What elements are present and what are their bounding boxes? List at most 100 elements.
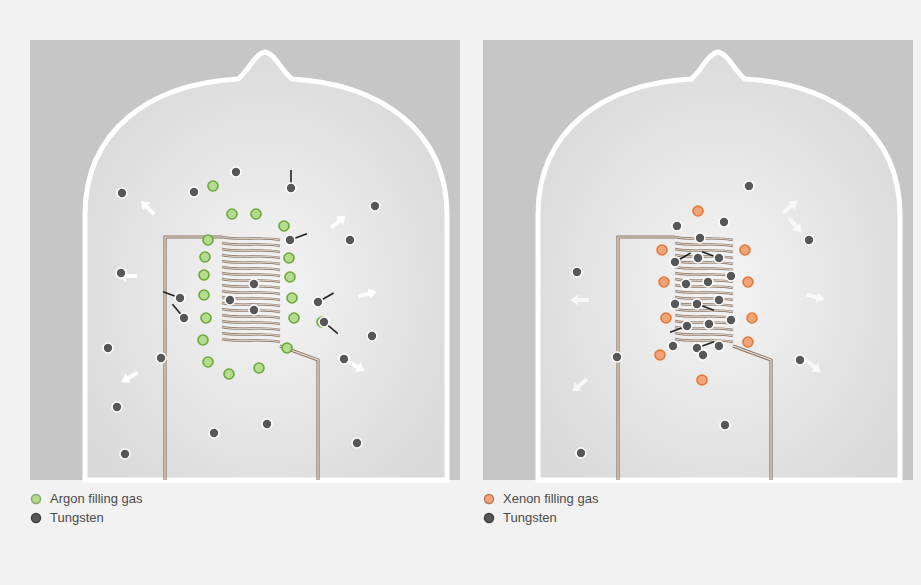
tungsten-atom <box>175 293 185 303</box>
bulb-glass <box>85 52 447 480</box>
tungsten-atom <box>262 419 272 429</box>
argon-atom <box>208 181 218 191</box>
motion-arrow <box>780 196 802 217</box>
motion-arrow <box>569 375 591 396</box>
tungsten-atom <box>249 305 259 315</box>
tungsten-atom <box>726 271 736 281</box>
motion-arrow <box>785 215 806 237</box>
swatch-dot <box>32 494 41 503</box>
tungsten-atom <box>576 448 586 458</box>
tungsten-atom <box>225 295 235 305</box>
argon-atom <box>282 343 292 353</box>
swatch-dot <box>32 513 41 522</box>
lead-wire <box>280 346 318 480</box>
tungsten-atom <box>231 167 241 177</box>
tungsten-atom <box>693 253 703 263</box>
legend-swatch <box>30 512 42 524</box>
tungsten-atom <box>714 341 724 351</box>
legend-text: Tungsten <box>50 510 104 525</box>
legend-swatch <box>30 493 42 505</box>
legend-entry: Xenon filling gas <box>483 489 598 508</box>
tungsten-atom <box>704 319 714 329</box>
xenon-atom <box>659 277 669 287</box>
argon-atom <box>198 335 208 345</box>
tungsten-atom <box>319 317 329 327</box>
swatch-dot <box>485 494 494 503</box>
right-panel <box>483 40 913 480</box>
legend-entry: Tungsten <box>483 508 598 527</box>
lead-wire <box>618 237 675 480</box>
tungsten-atom <box>672 221 682 231</box>
tungsten-atom <box>719 217 729 227</box>
motion-arrow <box>570 295 589 306</box>
motion-arrow <box>357 286 378 302</box>
tungsten-atom <box>313 297 323 307</box>
argon-atom <box>199 290 209 300</box>
tungsten-atom <box>698 350 708 360</box>
tungsten-atom <box>692 299 702 309</box>
tungsten-atom <box>103 343 113 353</box>
filament-coil <box>222 237 280 342</box>
tungsten-atom <box>714 253 724 263</box>
tungsten-atom <box>367 331 377 341</box>
tungsten-atom <box>681 279 691 289</box>
tungsten-atom <box>117 188 127 198</box>
legend-swatch <box>483 493 495 505</box>
xenon-atom <box>655 350 665 360</box>
tungsten-atom <box>112 402 122 412</box>
argon-atom <box>200 252 210 262</box>
lead-wire <box>618 237 675 480</box>
tungsten-atom <box>352 438 362 448</box>
legend-entry: Tungsten <box>30 508 143 527</box>
lead-wire <box>733 346 771 480</box>
swatch-dot <box>485 513 494 522</box>
xenon-atom <box>743 337 753 347</box>
tungsten-atom <box>572 267 582 277</box>
argon-atom <box>203 235 213 245</box>
argon-atom <box>279 221 289 231</box>
tungsten-atom <box>339 354 349 364</box>
argon-atom <box>199 270 209 280</box>
tungsten-atom <box>209 428 219 438</box>
argon-atom <box>254 363 264 373</box>
legend: Xenon filling gasTungsten <box>483 489 598 527</box>
argon-atom <box>201 313 211 323</box>
tungsten-atom <box>286 183 296 193</box>
filament-coil <box>675 237 733 342</box>
xenon-atom <box>693 206 703 216</box>
argon-atom <box>284 253 294 263</box>
xenon-atom <box>747 313 757 323</box>
motion-arrow <box>328 211 350 232</box>
tungsten-atom <box>179 313 189 323</box>
tungsten-atom <box>345 235 355 245</box>
tungsten-atom <box>720 420 730 430</box>
legend: Argon filling gasTungsten <box>30 489 143 527</box>
xenon-atom <box>740 245 750 255</box>
argon-bulb <box>85 52 447 480</box>
motion-arrow <box>137 197 158 218</box>
tungsten-atom <box>703 277 713 287</box>
legend-text: Tungsten <box>503 510 557 525</box>
legend-text: Xenon filling gas <box>503 491 598 506</box>
argon-atom <box>285 272 295 282</box>
tungsten-atom <box>156 353 166 363</box>
tungsten-atom <box>744 181 754 191</box>
legend-text: Argon filling gas <box>50 491 143 506</box>
xenon-atom <box>697 375 707 385</box>
left-panel <box>30 40 460 480</box>
tungsten-atom <box>370 201 380 211</box>
argon-atom <box>203 357 213 367</box>
tungsten-atom <box>612 352 622 362</box>
legend-swatch <box>483 512 495 524</box>
xenon-atom <box>661 313 671 323</box>
tungsten-atom <box>116 268 126 278</box>
tungsten-atom <box>189 187 199 197</box>
legend-entry: Argon filling gas <box>30 489 143 508</box>
tungsten-atom <box>670 299 680 309</box>
bulb-glass <box>538 52 900 480</box>
argon-atom <box>289 313 299 323</box>
tungsten-atom <box>795 355 805 365</box>
lead-wire <box>733 346 771 480</box>
argon-atom <box>251 209 261 219</box>
tungsten-atom <box>695 233 705 243</box>
